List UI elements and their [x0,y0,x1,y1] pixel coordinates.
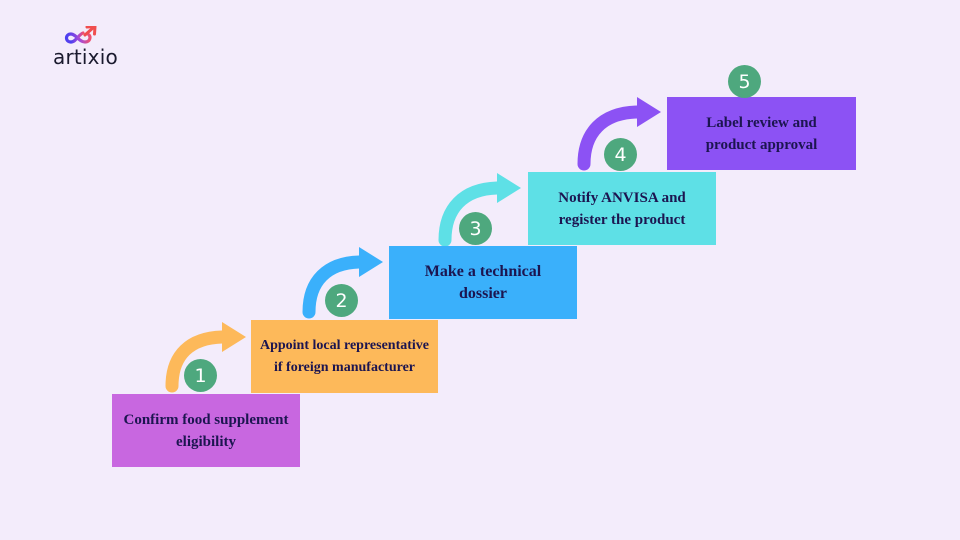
infinity-arrow-icon [64,26,97,44]
brand-name: artixio [53,45,118,69]
step-4-label: Notify ANVISA and register the product [558,189,686,228]
step-5-number-badge: 5 [728,65,761,98]
step-5-label: Label review and product approval [705,114,818,153]
step-3-label: Make a technical dossier [424,262,542,302]
step-5-box: Label review and product approval [667,97,856,170]
curved-arrow-3-icon [438,173,521,247]
step-4-box: Notify ANVISA and register the product [528,172,716,245]
step-4-number-badge: 4 [604,138,637,171]
curved-arrow-2-icon [302,247,383,319]
step-2-label: Appoint local representative if foreign … [259,337,430,375]
brand-logo: artixio [53,26,133,70]
step-1-label: Confirm food supplement eligibility [123,411,289,450]
step-1-number-badge: 1 [184,359,217,392]
step-1-box: Confirm food supplement eligibility [112,394,300,467]
curved-arrow-4-icon [577,97,661,171]
step-3-number-badge: 3 [459,212,492,245]
step-2-number-badge: 2 [325,284,358,317]
curved-arrow-1-icon [165,322,246,393]
step-2-box: Appoint local representative if foreign … [251,320,438,393]
step-3-box: Make a technical dossier [389,246,577,319]
